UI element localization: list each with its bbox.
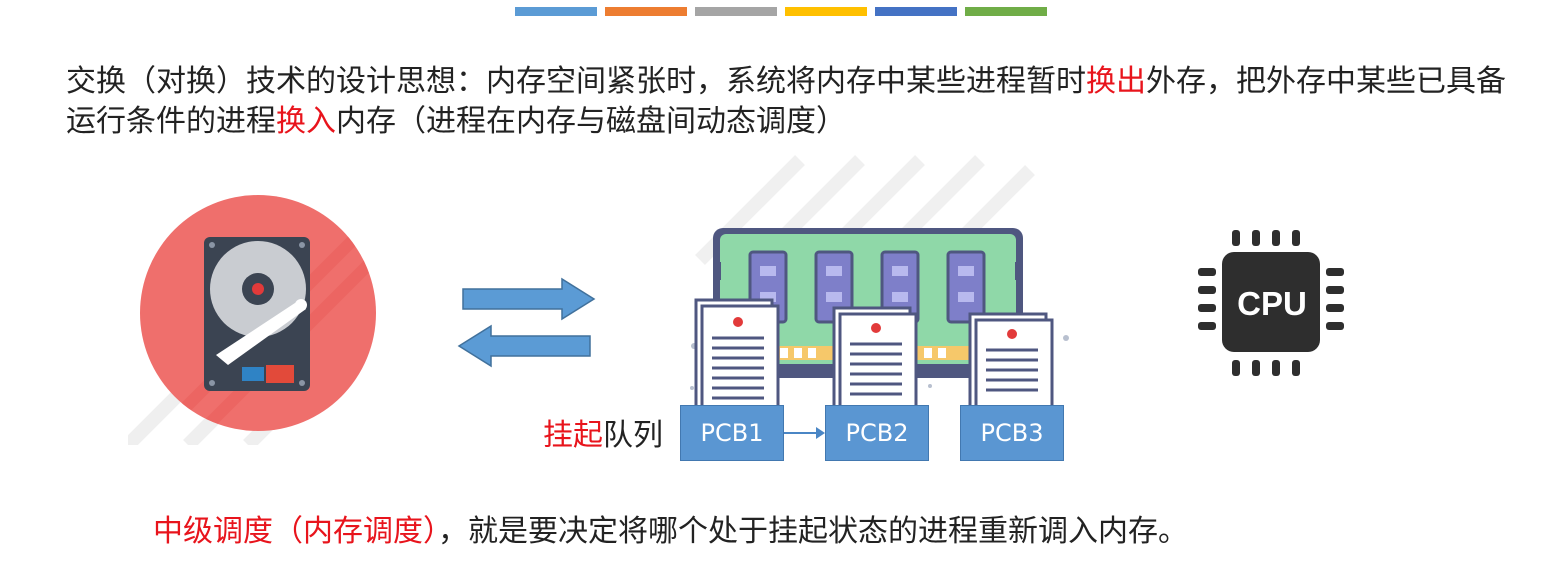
intro-paragraph: 交换（对换）技术的设计思想：内存空间紧张时，系统将内存中某些进程暂时换出外存，把…: [66, 62, 1526, 142]
color-bar-blue: [515, 7, 597, 16]
color-bar-darkblue: [875, 7, 957, 16]
intro-text-2: 外存，把外存中某些已具备运行条件的进程: [66, 64, 1506, 139]
queue-term: 队列: [603, 418, 663, 453]
cpu-chip-icon: CPU: [1198, 230, 1344, 376]
color-bar-gray: [695, 7, 777, 16]
arrow-right-icon: [462, 277, 596, 321]
intro-text-1: 交换（对换）技术的设计思想：内存空间紧张时，系统将内存中某些进程暂时: [66, 64, 1086, 99]
pcb-box-2: PCB2: [825, 405, 929, 461]
hard-disk-icon: [128, 195, 376, 445]
color-bar-green: [965, 7, 1047, 16]
suspend-queue-label: 挂起队列: [543, 416, 663, 456]
memory-module-icon: [690, 155, 1069, 410]
suspend-term: 挂起: [543, 418, 603, 453]
color-bar-orange: [605, 7, 687, 16]
document-icon: [832, 306, 918, 410]
pcb-box-3: PCB3: [960, 405, 1064, 461]
bottom-caption: 中级调度（内存调度），就是要决定将哪个处于挂起状态的进程重新调入内存。: [153, 512, 1188, 552]
swap-in-term: 换入: [276, 104, 336, 139]
color-bar-yellow: [785, 7, 867, 16]
swap-out-term: 换出: [1086, 64, 1146, 99]
arrow-left-icon: [457, 324, 591, 368]
cpu-label: CPU: [1237, 285, 1307, 322]
queue-link-arrow: [784, 427, 825, 439]
medium-term-scheduling-term: 中级调度（内存调度）: [153, 514, 438, 549]
pcb-box-1: PCB1: [680, 405, 784, 461]
top-color-bars: [515, 7, 1047, 16]
document-icon: [968, 312, 1054, 410]
intro-text-3: 内存（进程在内存与磁盘间动态调度）: [336, 104, 846, 139]
caption-text: ，就是要决定将哪个处于挂起状态的进程重新调入内存。: [438, 514, 1188, 549]
document-icon: [694, 298, 780, 410]
